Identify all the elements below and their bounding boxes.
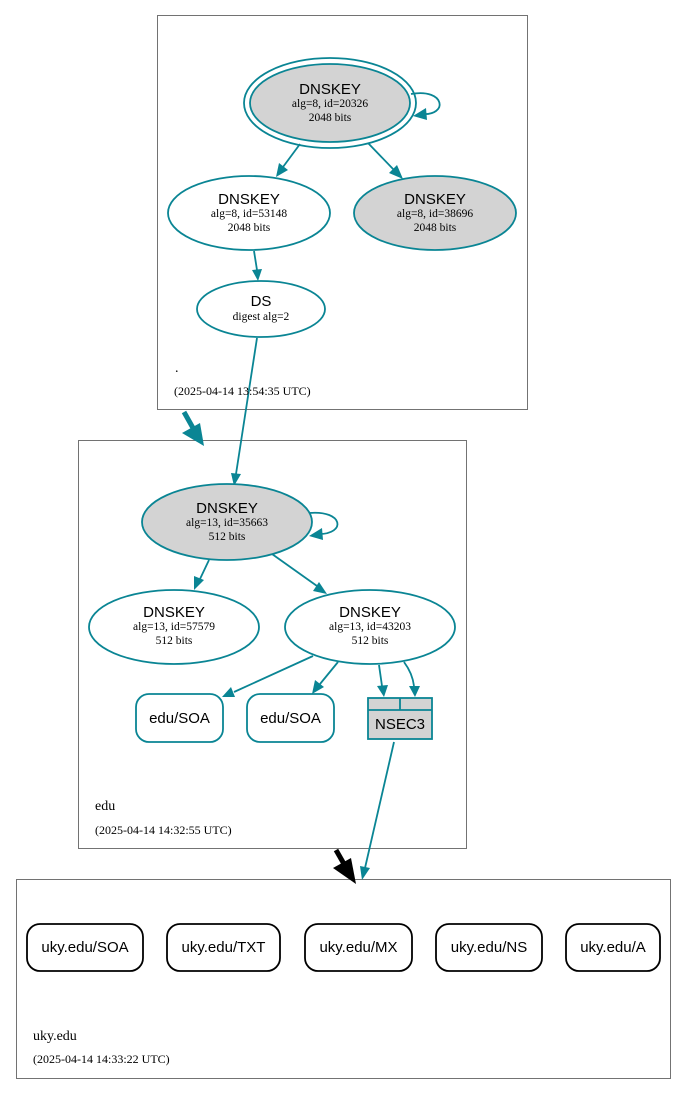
root-ksk-bits: 2048 bits xyxy=(309,112,352,124)
root-zone-name: . xyxy=(175,361,179,376)
root-zone-box xyxy=(157,15,528,410)
edu-ksk-alg: alg=13, id=35663 xyxy=(186,517,268,529)
root-zsk1-bits: 2048 bits xyxy=(228,222,271,234)
edu-nsec3-label: NSEC3 xyxy=(375,716,425,733)
edge-root-ksk-self-head xyxy=(413,108,427,120)
root-zsk1-title: DNSKEY xyxy=(218,191,280,208)
uky-record-ns[interactable]: uky.edu/NS xyxy=(435,923,543,972)
edge-edu-ksk-zsk1-head xyxy=(194,576,204,590)
root-zone-timestamp: (2025-04-14 13:54:35 UTC) xyxy=(174,384,311,398)
edu-zone-timestamp: (2025-04-14 14:32:55 UTC) xyxy=(95,823,232,837)
edge-ds-edu-ksk-head xyxy=(231,473,241,486)
edge-root-ksk-self xyxy=(410,92,441,115)
edu-zsk1-alg: alg=13, id=57579 xyxy=(133,621,215,633)
uky-record-ns-label: uky.edu/NS xyxy=(451,939,527,956)
uky-zone-name: uky.edu xyxy=(33,1029,77,1044)
edge-edu-zsk2-soa2-head xyxy=(312,680,324,694)
uky-zone-timestamp: (2025-04-14 14:33:22 UTC) xyxy=(33,1052,170,1066)
edu-zsk2-title: DNSKEY xyxy=(339,604,401,621)
uky-record-mx[interactable]: uky.edu/MX xyxy=(304,923,413,972)
edge-edu-zsk2-soa2 xyxy=(319,661,339,685)
root-ksk-title: DNSKEY xyxy=(299,81,361,98)
edge-root-ksk-zsk2 xyxy=(367,142,395,171)
edge-edu-ksk-self xyxy=(308,511,339,535)
edge-root-zsk1-ds xyxy=(253,250,258,271)
edu-nsec3-node[interactable]: NSEC3 xyxy=(367,697,433,740)
root-zsk2-node[interactable]: DNSKEY alg=8, id=38696 2048 bits xyxy=(353,175,517,251)
root-ds-title: DS xyxy=(251,293,272,310)
root-zsk1-node[interactable]: DNSKEY alg=8, id=53148 2048 bits xyxy=(167,175,331,251)
edge-nsec3-uky xyxy=(364,741,395,869)
edu-soa2-label: edu/SOA xyxy=(260,710,321,727)
edu-soa1-label: edu/SOA xyxy=(149,710,210,727)
edge-root-zsk1-ds-head xyxy=(252,269,262,281)
edge-ds-edu-ksk xyxy=(235,337,258,475)
edge-edu-ksk-zsk2 xyxy=(271,553,318,587)
uky-record-soa[interactable]: uky.edu/SOA xyxy=(26,923,144,972)
edge-edu-zsk2-nsec3-b-head xyxy=(409,686,420,697)
edu-zone-name: edu xyxy=(95,799,115,814)
edu-ksk-title: DNSKEY xyxy=(196,500,258,517)
root-ksk-node[interactable]: DNSKEY alg=8, id=20326 2048 bits xyxy=(243,57,417,149)
uky-record-mx-label: uky.edu/MX xyxy=(319,939,397,956)
edge-edu-ksk-zsk2-head xyxy=(313,582,327,594)
uky-record-soa-label: uky.edu/SOA xyxy=(41,939,128,956)
edu-soa2-node[interactable]: edu/SOA xyxy=(246,693,335,743)
root-ds-node[interactable]: DS digest alg=2 xyxy=(196,280,326,338)
root-zsk1-alg: alg=8, id=53148 xyxy=(211,208,287,220)
edu-to-uky-delegation-arrow xyxy=(333,848,356,884)
edu-zsk2-bits: 512 bits xyxy=(352,635,389,647)
uky-record-a-label: uky.edu/A xyxy=(580,939,646,956)
root-zsk2-bits: 2048 bits xyxy=(414,222,457,234)
edge-nsec3-uky-head xyxy=(360,866,370,880)
edges xyxy=(194,92,441,880)
edu-zsk2-alg: alg=13, id=43203 xyxy=(329,621,411,633)
edge-edu-zsk2-soa1-head xyxy=(222,687,235,697)
uky-record-txt[interactable]: uky.edu/TXT xyxy=(166,923,281,972)
edu-ksk-node[interactable]: DNSKEY alg=13, id=35663 512 bits xyxy=(141,483,313,561)
root-zsk2-alg: alg=8, id=38696 xyxy=(397,208,473,220)
edu-zsk1-node[interactable]: DNSKEY alg=13, id=57579 512 bits xyxy=(88,589,260,665)
edu-zsk2-node[interactable]: DNSKEY alg=13, id=43203 512 bits xyxy=(284,589,456,665)
root-ds-digest: digest alg=2 xyxy=(233,311,290,323)
root-ksk-alg: alg=8, id=20326 xyxy=(292,98,368,110)
edu-zone-box xyxy=(78,440,467,849)
edge-edu-zsk2-nsec3-b xyxy=(403,661,415,687)
edge-edu-zsk2-soa1 xyxy=(233,655,314,693)
edge-edu-ksk-self-head xyxy=(309,528,323,540)
edge-root-ksk-zsk1 xyxy=(282,143,301,168)
uky-zone-box xyxy=(16,879,671,1079)
edge-root-ksk-zsk1-head xyxy=(276,163,288,177)
edu-zsk1-title: DNSKEY xyxy=(143,604,205,621)
uky-record-a[interactable]: uky.edu/A xyxy=(565,923,661,972)
uky-record-txt-label: uky.edu/TXT xyxy=(182,939,266,956)
edu-zsk1-bits: 512 bits xyxy=(156,635,193,647)
root-to-edu-delegation-arrow xyxy=(181,410,204,446)
root-zsk2-title: DNSKEY xyxy=(404,191,466,208)
edge-edu-ksk-zsk1 xyxy=(199,559,210,580)
edge-edu-zsk2-nsec3-a xyxy=(378,664,383,687)
edge-edu-zsk2-nsec3-a-head xyxy=(377,685,388,697)
edge-root-ksk-zsk2-head xyxy=(389,165,403,179)
edu-soa1-node[interactable]: edu/SOA xyxy=(135,693,224,743)
edu-ksk-bits: 512 bits xyxy=(209,531,246,543)
